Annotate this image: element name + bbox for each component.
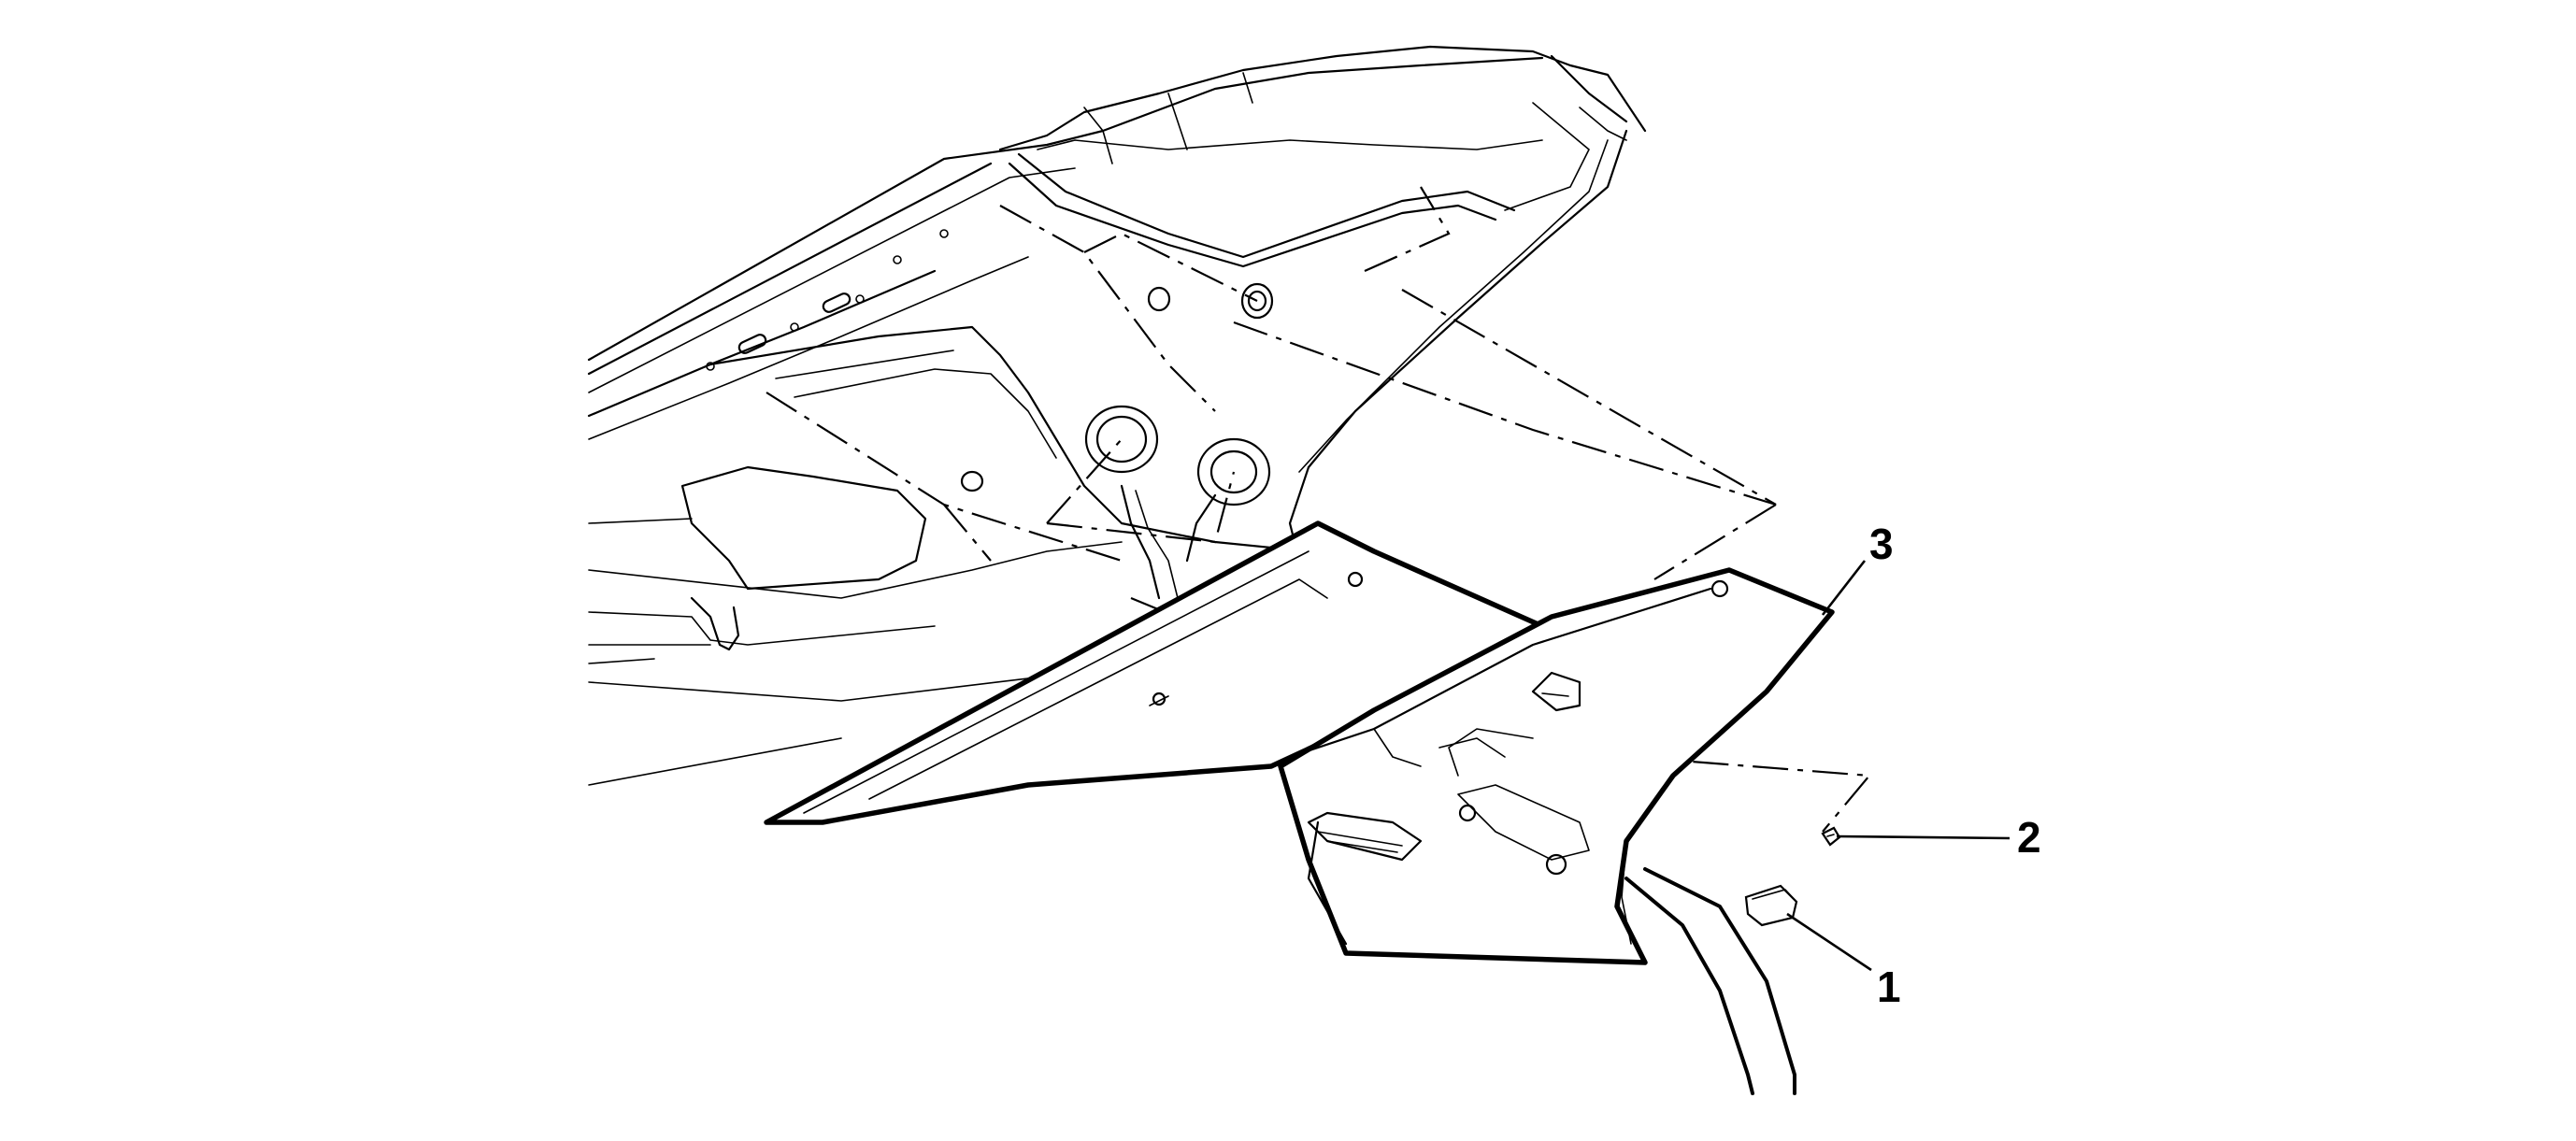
- vehicle-body-structure: [587, 45, 1647, 786]
- callouts: 3 2 1: [1786, 520, 2041, 1011]
- wiring-harness: [1624, 867, 1796, 1095]
- callout-2-leader: [1836, 834, 2011, 840]
- callout-2-label: 2: [2017, 813, 2041, 862]
- cap-part-1: [1744, 884, 1798, 927]
- callout-1-leader: [1786, 912, 1872, 972]
- callout-1-label: 1: [1877, 963, 1901, 1011]
- alignment-lines: [766, 186, 1872, 833]
- lower-trim-panel: [764, 521, 1545, 825]
- callout-3-label: 3: [1869, 520, 1894, 568]
- trim-panel-part-3: [1278, 567, 1835, 965]
- callout-3-leader: [1821, 560, 1867, 616]
